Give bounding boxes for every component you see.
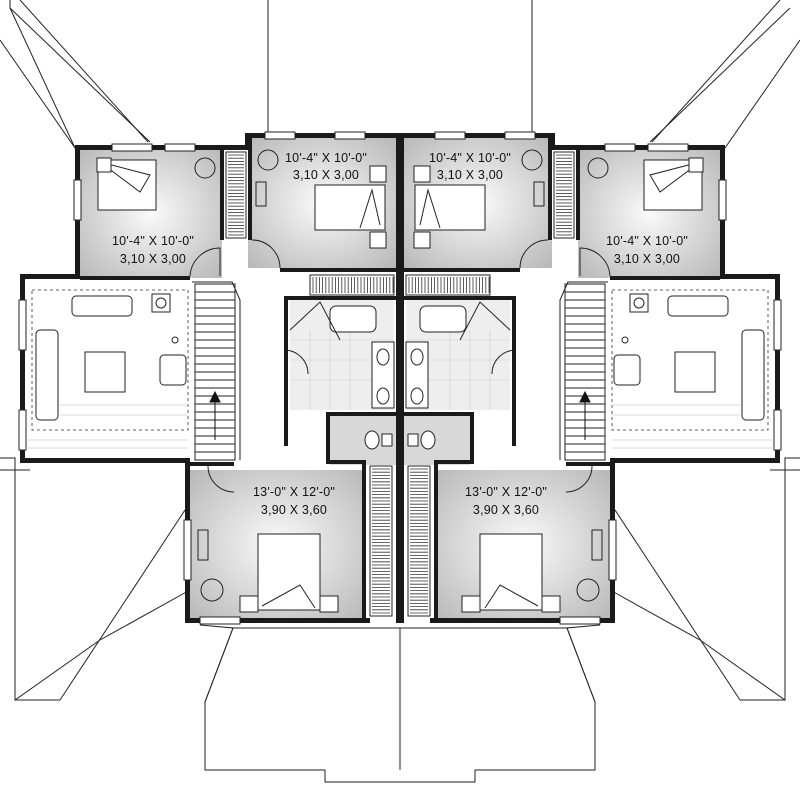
room-dim-metric: 3,90 X 3,60 [473,503,539,517]
room-dim-imperial: 10'-4" X 10'-0" [606,234,688,248]
stairs-left [192,281,241,461]
windows [18,131,782,625]
closets [225,151,575,617]
room-dim-imperial: 13'-0" X 12'-0" [253,485,335,499]
living-left [26,289,189,449]
room-dim-metric: 3,90 X 3,60 [261,503,327,517]
bath-fixtures [289,301,511,450]
living-right [611,289,774,449]
closet-hatching [228,154,572,614]
room-dim-imperial: 10'-4" X 10'-0" [285,151,367,165]
room-dim-metric: 3,10 X 3,00 [293,168,359,182]
bed-right-small [587,157,704,211]
room-dim-imperial: 10'-4" X 10'-0" [112,234,194,248]
door-swings [189,239,611,493]
bed-right-master [461,529,603,613]
room-dim-metric: 3,10 X 3,00 [437,168,503,182]
room-dim-imperial: 13'-0" X 12'-0" [465,485,547,499]
stairs-right [559,281,608,461]
room-labels: 10'-4" X 10'-0" 3,10 X 3,00 10'-4" X 10'… [112,151,688,517]
room-dim-metric: 3,10 X 3,00 [120,252,186,266]
bed-left-small [96,157,216,211]
walls [20,133,780,623]
room-dim-imperial: 10'-4" X 10'-0" [429,151,511,165]
bed-left-master [197,529,339,613]
bed-right-center [413,149,545,249]
bed-left-center [255,149,387,249]
room-dim-metric: 3,10 X 3,00 [614,252,680,266]
stair-arrows [209,390,591,440]
